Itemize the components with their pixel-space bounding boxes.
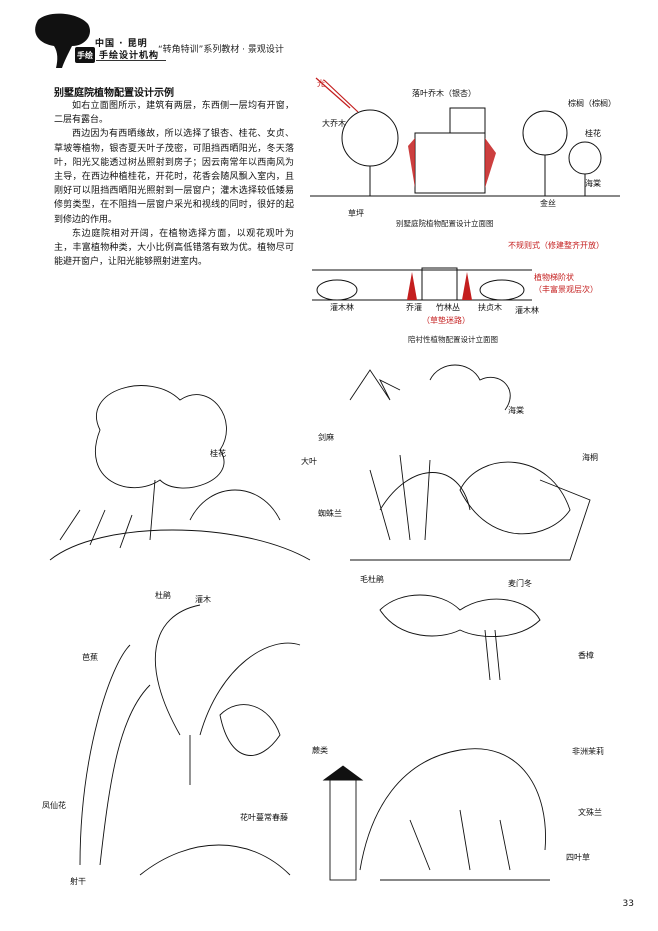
label-palm: 棕榈（棕榈） — [568, 99, 616, 108]
label-tree-left: 大乔木 — [322, 119, 346, 128]
label-e2-right: 灌木林 — [515, 306, 539, 315]
villa-elevation-sketch — [310, 77, 620, 197]
label-br-3: 四叶草 — [566, 853, 590, 862]
label-cherry: 海棠 — [585, 179, 601, 188]
label-bl-4: 花叶蔓常春藤 — [240, 813, 288, 822]
brand-divider — [96, 60, 166, 61]
label-grass: 草坪 — [348, 209, 364, 218]
label-br-1: 非洲茉莉 — [572, 747, 604, 756]
brand-location: 中国 · 昆明 — [95, 39, 148, 49]
brand-name: 手绘设计机构 — [99, 51, 160, 61]
plant-sketch-top-left — [49, 385, 311, 561]
label-shrub: 金丝 — [540, 199, 556, 208]
label-e2-left: 灌木林 — [330, 303, 354, 312]
page-number: 33 — [622, 899, 634, 909]
label-e2-mid1: 乔灌 — [406, 303, 422, 312]
label-tl-2: 大叶 — [301, 457, 317, 466]
label-tl-1: 桂花 — [210, 449, 226, 458]
plant-sketch-middle — [379, 594, 541, 681]
elevation2-caption: 陪衬性植物配置设计立面图 — [408, 335, 498, 344]
label-tr-4: 蜘蛛兰 — [318, 509, 342, 518]
plant-sketch-top-right — [349, 364, 591, 561]
note-red-3: （丰富景观层次） — [534, 285, 598, 294]
paragraph-2: 西边因为有西晒缘故，所以选择了银杏、桂花、女贞、草坡等植物，银杏夏天叶子茂密，可… — [54, 129, 294, 225]
label-e2-mid2: 竹林丛 — [436, 303, 460, 312]
plant-sketch-bottom-right — [322, 748, 550, 881]
label-tl-4: 灌木 — [195, 595, 211, 604]
brand-badge: 手绘 — [75, 47, 95, 63]
section-title: 别墅庭院植物配置设计示例 — [54, 88, 174, 99]
label-e2-mid3: 扶贞木 — [478, 303, 502, 312]
note-red-1: 不规则式（修建整齐开放） — [508, 241, 604, 250]
label-tr-3: 海桐 — [582, 453, 598, 462]
label-bl-3: 蕨类 — [312, 746, 328, 755]
elevation1-caption: 别墅庭院植物配置设计立面图 — [396, 219, 494, 228]
plant-sketch-bottom-left — [79, 604, 301, 876]
label-osmanthus: 桂花 — [585, 129, 601, 138]
label-tr-5: 毛杜鹃 — [360, 575, 384, 584]
paragraph-1: 如右立面图所示，建筑有两层，东西侧一层均有开窗，二层有露台。 — [54, 101, 294, 126]
label-bl-1: 芭蕉 — [82, 653, 98, 662]
brand-logo-icon — [35, 13, 91, 68]
note-red-2: 植物梯阶状 — [534, 273, 574, 282]
label-tl-3: 杜鹃 — [155, 591, 171, 600]
label-br-2: 文殊兰 — [578, 808, 602, 817]
label-e2-mid-red: （草垫迷路） — [422, 316, 470, 325]
label-bl-5: 射干 — [70, 877, 86, 886]
page-header: 中国 · 昆明 手绘 手绘设计机构 “转角特训”系列教材 · 景观设计 — [0, 0, 658, 70]
label-tr-6: 麦门冬 — [508, 579, 532, 588]
paragraph-3: 东边庭院相对开阔，在植物选择方面，以观花观叶为主，丰富植物种类，大小比例高低错落… — [54, 228, 294, 268]
label-bl-2: 凤仙花 — [42, 801, 66, 810]
label-tr-2: 剑麻 — [318, 433, 334, 442]
label-tr-1: 海棠 — [508, 406, 524, 415]
companion-elevation-sketch — [312, 267, 532, 301]
label-sun: 光 — [317, 79, 325, 88]
label-deciduous: 落叶乔木（银杏） — [412, 89, 476, 98]
label-ml-1: 香樟 — [578, 651, 594, 660]
series-title: “转角特训”系列教材 · 景观设计 — [158, 45, 284, 55]
body-text: 如右立面图所示，建筑有两层，东西侧一层均有开窗，二层有露台。 西边因为有西晒缘故… — [54, 99, 294, 269]
